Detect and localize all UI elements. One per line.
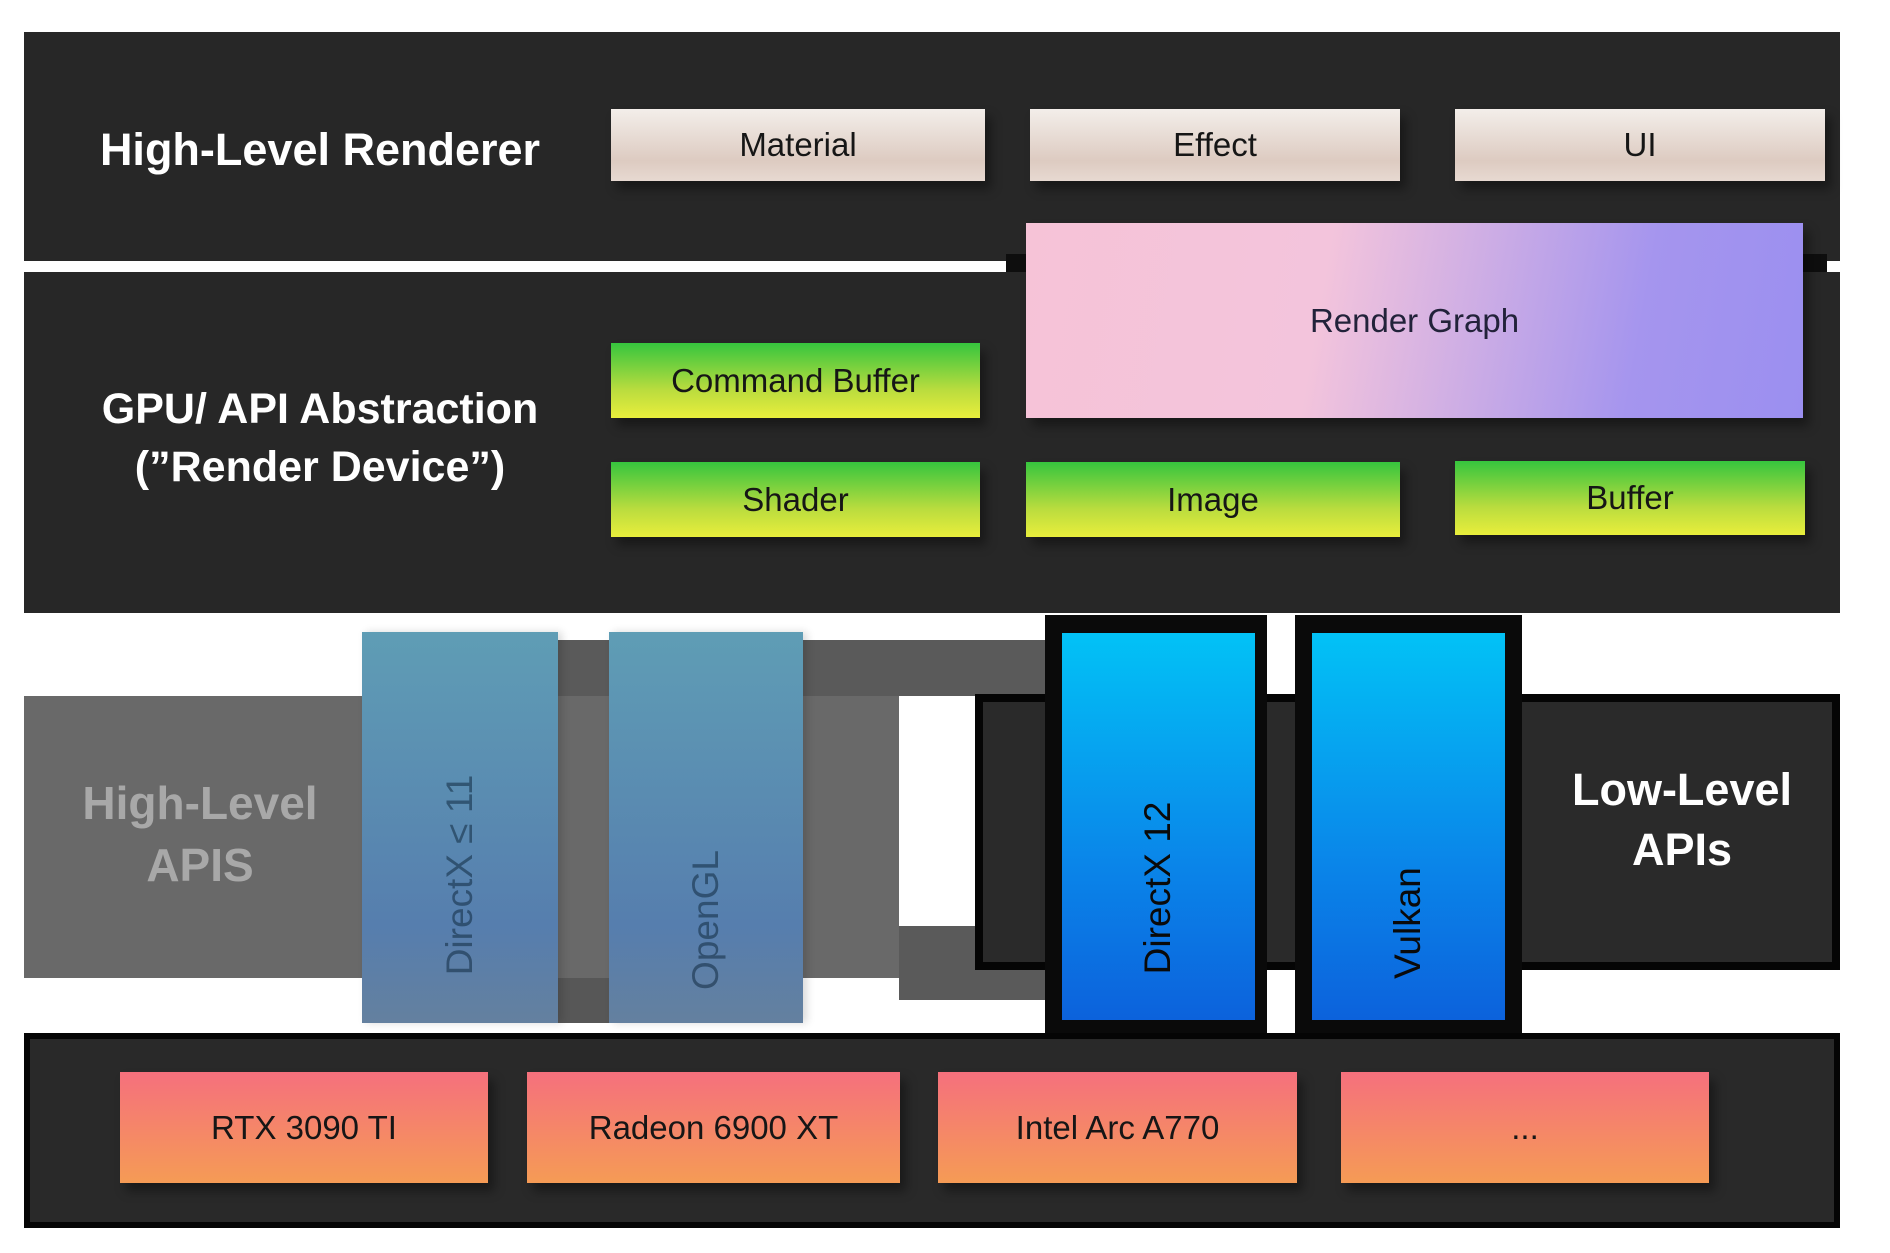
directx11-column <box>362 632 558 1023</box>
command-buffer-label: Command Buffer <box>671 361 920 399</box>
gpu-intel-arc-a770-box: Intel Arc A770 <box>938 1072 1297 1183</box>
gpu-intel-arc-a770-label: Intel Arc A770 <box>1015 1108 1220 1146</box>
buffer-box: Buffer <box>1455 461 1805 535</box>
shader-box: Shader <box>611 462 980 537</box>
render-graph-label: Render Graph <box>1309 301 1520 339</box>
gpu-rtx3090ti-box: RTX 3090 TI <box>120 1072 488 1183</box>
directx12-column <box>1062 633 1255 1020</box>
gpu-api-abstraction-title: GPU/ API Abstraction (”Render Device”) <box>30 380 610 496</box>
high-level-apis-title-line1: High-Level <box>82 777 318 829</box>
low-level-apis-title-line1: Low-Level <box>1571 764 1793 815</box>
opengl-column <box>609 632 803 1023</box>
render-graph-left-tab <box>1006 254 1028 276</box>
gpu-radeon6900xt-box: Radeon 6900 XT <box>527 1072 900 1183</box>
image-label: Image <box>1167 480 1259 518</box>
ui-label: UI <box>1623 126 1657 163</box>
directx11-column-label: DirectX ≤ 11 <box>439 774 480 976</box>
shader-label: Shader <box>742 480 849 518</box>
effect-box: Effect <box>1030 109 1400 181</box>
high-level-apis-title-line2: APIS <box>146 839 254 891</box>
high-level-api-column-gap <box>558 978 609 1023</box>
low-level-apis-title: Low-Level APIs <box>1532 760 1832 880</box>
ui-box: UI <box>1455 109 1825 181</box>
material-label: Material <box>739 126 857 163</box>
gpu-rtx3090ti-label: RTX 3090 TI <box>211 1108 397 1146</box>
effect-label: Effect <box>1173 126 1257 163</box>
command-buffer-box: Command Buffer <box>611 343 980 418</box>
vulkan-column <box>1312 633 1505 1020</box>
buffer-label: Buffer <box>1586 479 1674 516</box>
render-graph-right-tab <box>1801 254 1827 276</box>
gpu-other-box: ... <box>1341 1072 1709 1183</box>
high-level-renderer-title: High-Level Renderer <box>99 124 541 175</box>
directx12-column-label: DirectX 12 <box>1137 801 1178 975</box>
gpu-other-label: ... <box>1511 1108 1539 1146</box>
high-level-apis-title: High-Level APIS <box>30 772 370 896</box>
material-box: Material <box>611 109 985 181</box>
gpu-api-abstraction-title-line2: (”Render Device”) <box>134 443 506 491</box>
gpu-radeon6900xt-label: Radeon 6900 XT <box>588 1108 839 1146</box>
low-level-apis-title-line2: APIs <box>1631 824 1733 875</box>
gpu-api-abstraction-title-line1: GPU/ API Abstraction <box>101 385 539 433</box>
image-box: Image <box>1026 462 1400 537</box>
render-graph-box: Render Graph <box>1026 223 1803 418</box>
